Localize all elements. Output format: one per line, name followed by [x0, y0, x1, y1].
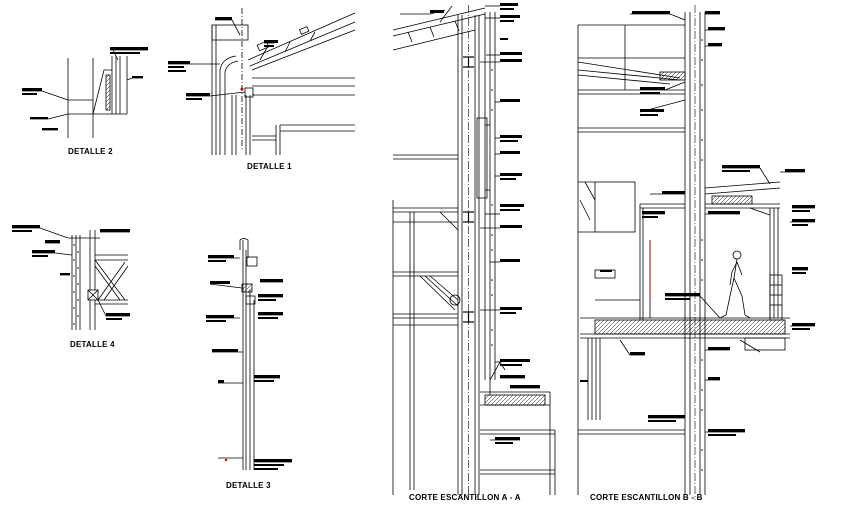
detail-4-dots: [73, 244, 79, 325]
section-a-column-dots: [491, 69, 493, 346]
detail-1-label: DETALLE 1: [247, 162, 292, 171]
detail-2-label: DETALLE 2: [68, 147, 113, 156]
section-a-drawing: [392, 5, 556, 500]
detail-4-label: DETALLE 4: [70, 340, 115, 349]
detail-3-label: DETALLE 3: [226, 481, 271, 490]
section-b-column-dots: [701, 39, 703, 471]
detail-3-drawing: [206, 238, 292, 470]
detail-4-drawing: [12, 227, 130, 330]
human-figure: [719, 250, 751, 319]
section-a-label: CORTE ESCANTILLON A - A: [409, 493, 521, 502]
section-b-drawing: [577, 5, 815, 500]
detail-2-drawing: [22, 49, 148, 138]
section-b-label: CORTE ESCANTILLON B - B: [590, 493, 703, 502]
detail-1-drawing: [168, 8, 356, 155]
